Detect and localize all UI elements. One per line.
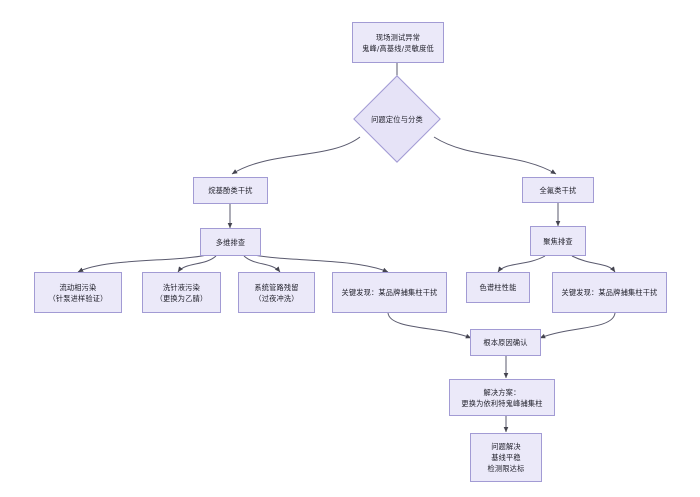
node-classify-label: 问题定位与分类: [371, 114, 423, 124]
edge-keyright-rootcause: [539, 312, 616, 339]
node-alkyl[interactable]: 烷基酚类干扰: [193, 177, 268, 204]
node-key-finding-right[interactable]: 关键发现：某品牌捕集柱干扰: [552, 272, 667, 313]
node-focus[interactable]: 聚焦排查: [530, 226, 586, 256]
node-mobile-phase-contamination[interactable]: 流动相污染 （针泵进样验证）: [34, 272, 122, 313]
edge-multi-mobile: [77, 254, 208, 273]
node-pfas[interactable]: 全氟类干扰: [522, 177, 594, 203]
node-multi[interactable]: 多维排查: [200, 228, 261, 256]
edge-focus-column: [497, 255, 546, 273]
node-root-cause[interactable]: 根本原因确认: [470, 329, 541, 356]
node-needle-wash-contamination[interactable]: 洗针液污染 （更换为乙腈）: [142, 272, 221, 313]
edge-multi-wash: [177, 255, 217, 273]
edge-classify-pfas: [433, 136, 557, 175]
node-solution[interactable]: 解决方案： 更换为依利特鬼峰捕集柱: [449, 379, 555, 416]
edge-classify-alkyl: [231, 136, 361, 175]
node-start[interactable]: 现场测试异常 鬼峰/高基线/灵敏度低: [352, 22, 444, 63]
node-column-performance[interactable]: 色谱柱性能: [466, 272, 530, 303]
node-resolved[interactable]: 问题解决 基线平稳 检测限达标: [470, 433, 542, 482]
edge-keyleft-rootcause: [387, 312, 472, 339]
node-key-finding-left[interactable]: 关键发现：某品牌捕集柱干扰: [332, 272, 447, 313]
edge-multi-keyleft: [253, 254, 389, 273]
edge-multi-tubing: [243, 255, 281, 273]
node-system-tubing-residue[interactable]: 系统管路残留 （过夜冲洗）: [238, 272, 315, 313]
edge-focus-keyright: [571, 255, 616, 273]
